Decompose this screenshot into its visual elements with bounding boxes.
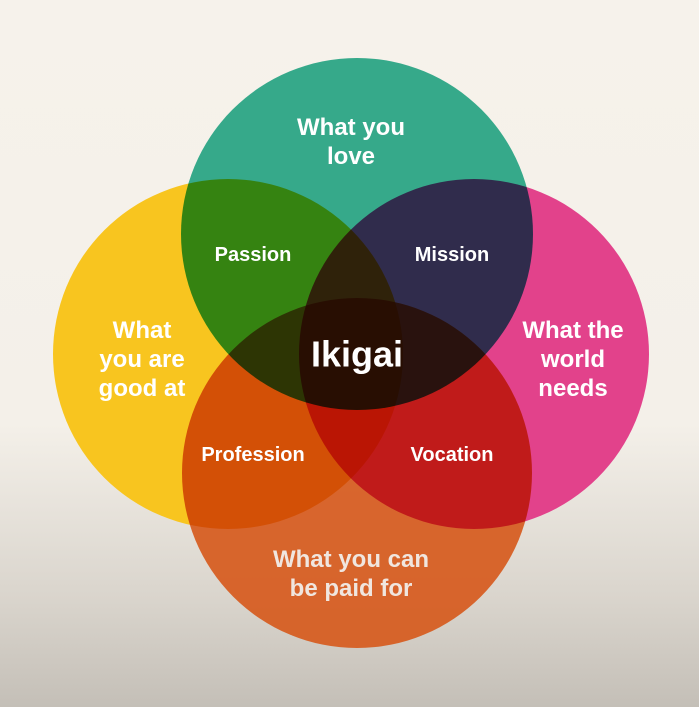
label-what-you-are-good-at: What you are good at — [98, 316, 186, 402]
label-what-you-love: What you love — [297, 114, 405, 170]
label-ikigai: Ikigai — [310, 333, 404, 375]
label-vocation: Vocation — [410, 444, 494, 466]
label-what-you-can-be-paid-for: What you can be paid for — [272, 546, 430, 602]
circle-what-you-can-be-paid-for — [182, 298, 532, 648]
label-what-the-world-needs: What the world needs — [522, 316, 624, 402]
label-profession: Profession — [201, 444, 305, 466]
label-passion: Passion — [214, 244, 292, 266]
label-mission: Mission — [414, 244, 490, 266]
